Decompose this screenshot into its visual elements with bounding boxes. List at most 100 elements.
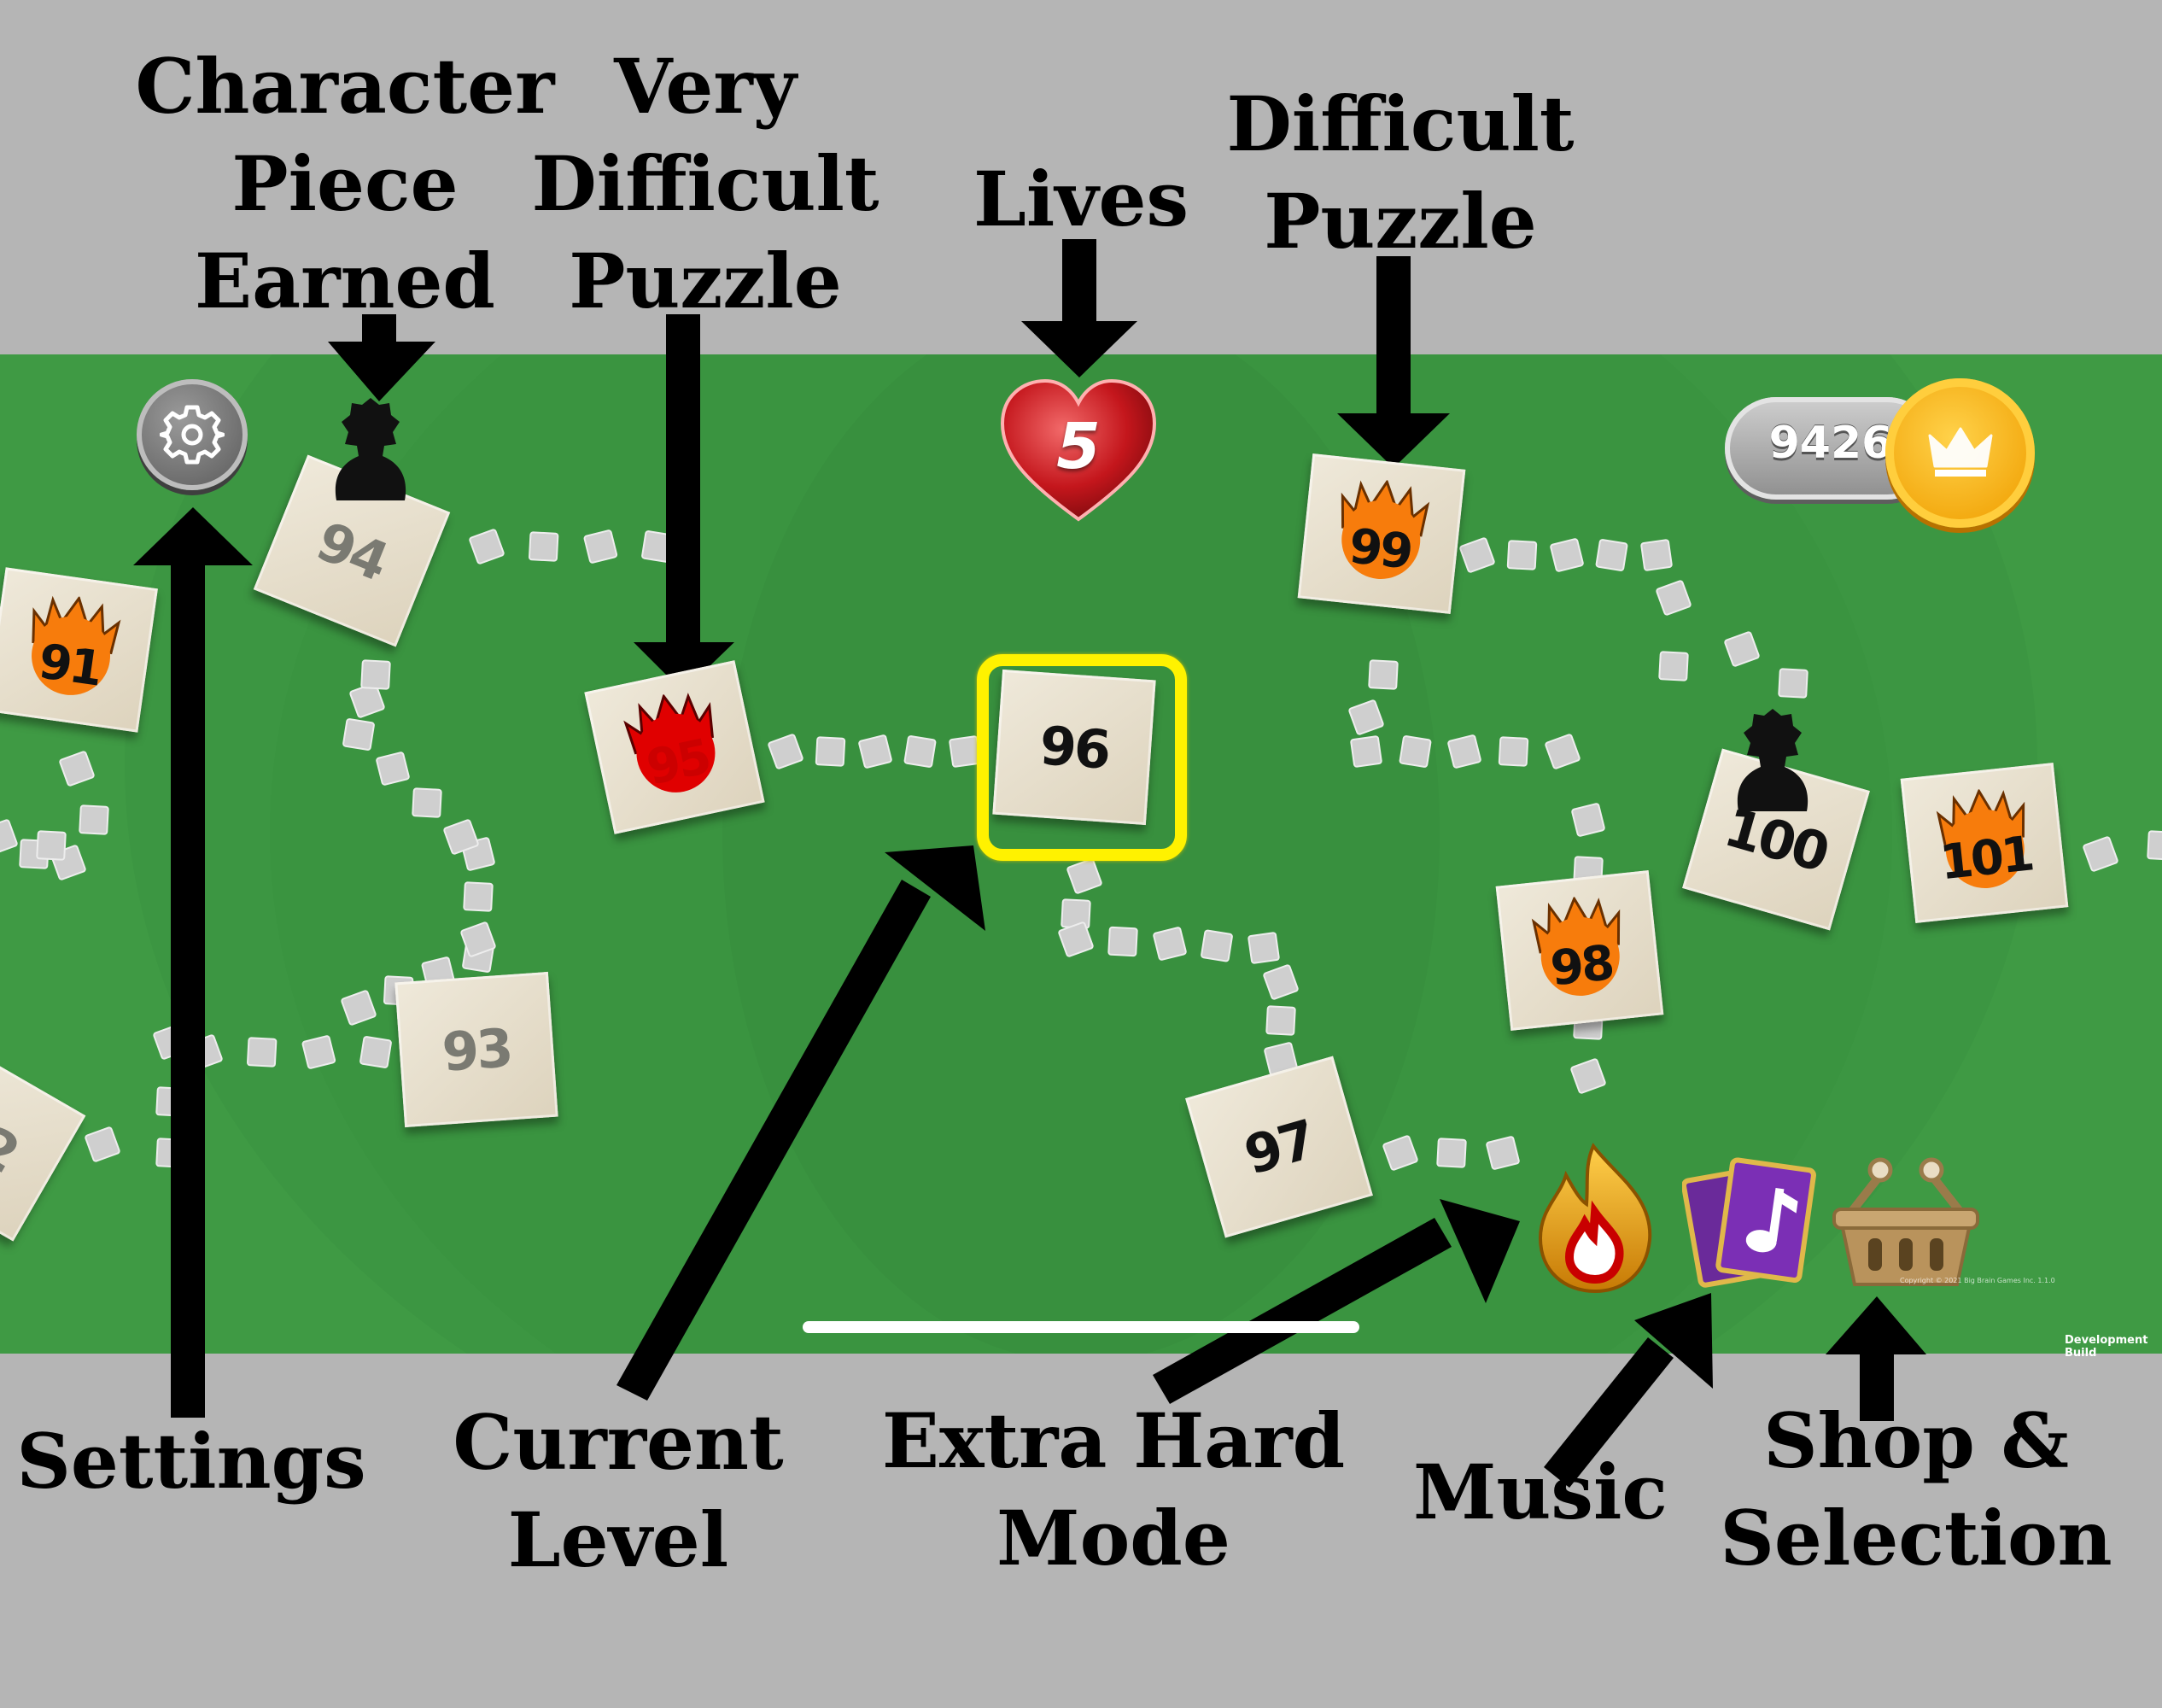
path-dot [1248, 932, 1280, 964]
path-dot [443, 819, 479, 855]
level-number: 99 [1346, 518, 1414, 580]
annotation-line: Current [453, 1398, 784, 1487]
gear-icon [160, 405, 225, 465]
copyright-text: Copyright © 2021 Big Brain Games Inc. 1.… [1900, 1277, 2055, 1284]
basket-icon [1832, 1157, 1979, 1286]
annotation-line: Shop & [1763, 1396, 2069, 1485]
path-dot [1107, 926, 1138, 957]
path-dot [858, 734, 892, 769]
path-dot [1506, 540, 1538, 570]
path-dot [1459, 537, 1495, 573]
path-dot [903, 735, 937, 768]
path-dot [768, 734, 803, 769]
path-dot [1058, 921, 1094, 957]
annotation-character-piece: Character Piece Earned [135, 38, 554, 330]
music-button[interactable] [1682, 1153, 1819, 1290]
annotation-line: Mode [996, 1494, 1230, 1582]
path-dot [301, 1035, 336, 1069]
path-dot [359, 1036, 392, 1068]
level-tile-91[interactable]: 91 [0, 567, 158, 733]
path-dot [1382, 1135, 1418, 1171]
level-number: 98 [1547, 934, 1616, 997]
path-dot [583, 529, 618, 564]
annotation-line: Music [1413, 1448, 1668, 1536]
path-dot [1545, 734, 1581, 769]
level-number: 93 [440, 1015, 513, 1084]
path-dot [342, 718, 375, 751]
difficult-fire-icon [1936, 787, 2025, 888]
coin-button[interactable] [1885, 378, 2035, 528]
path-dot [1550, 538, 1584, 572]
annotation-line: Difficult [1226, 79, 1575, 168]
annotation-line: Selection [1720, 1494, 2112, 1582]
path-dot [412, 787, 442, 818]
path-dot [1348, 699, 1384, 735]
annotation-line: Piece [231, 139, 459, 228]
annotation-line: Lives [973, 155, 1189, 243]
crown-icon [1928, 427, 1992, 477]
path-dot [1658, 651, 1689, 681]
path-dot [79, 804, 109, 835]
path-dot [1153, 927, 1187, 961]
level-tile-95[interactable]: 95 [584, 660, 765, 834]
level-tile-98[interactable]: 98 [1495, 870, 1664, 1031]
path-dot [341, 990, 377, 1026]
heart-icon [1000, 378, 1157, 522]
path-dot [2083, 836, 2118, 872]
path-dot [1571, 803, 1605, 837]
shop-button[interactable] [1829, 1149, 1983, 1295]
annotation-extra-hard: Extra Hard Mode [882, 1392, 1345, 1587]
annotation-line: Level [507, 1495, 729, 1584]
annotation-line: Character [135, 42, 555, 131]
path-dot [1595, 539, 1628, 571]
path-dot [1368, 659, 1399, 690]
path-dot [463, 881, 494, 912]
annotation-lives: Lives [973, 150, 1189, 248]
music-note-icon [1745, 1187, 1798, 1253]
path-dot [1350, 735, 1382, 768]
path-dot [1436, 1138, 1467, 1168]
annotation-current-level: Current Level [453, 1394, 783, 1588]
annotation-line: Difficult [531, 139, 879, 228]
extra-hard-mode-button[interactable] [1534, 1141, 1658, 1295]
difficult-fire-icon [1341, 479, 1430, 579]
home-indicator[interactable] [803, 1321, 1359, 1333]
level-tile-101[interactable]: 101 [1900, 763, 2069, 923]
lives-display: 5 [997, 376, 1160, 525]
level-number: 91 [35, 633, 104, 698]
path-dot [36, 830, 67, 861]
level-number: 95 [641, 728, 714, 796]
annotation-line: Puzzle [1264, 177, 1537, 266]
coin-count: 9426 [1768, 418, 1893, 469]
character-piece-icon [1737, 709, 1808, 811]
annotation-difficult: Difficult Puzzle [1226, 75, 1574, 270]
settings-button[interactable] [137, 379, 248, 490]
path-dot [247, 1037, 278, 1068]
very-difficult-fire-icon [623, 693, 716, 793]
annotation-shop: Shop & Selection [1720, 1392, 2112, 1587]
path-dot [815, 736, 846, 767]
path-dot [1570, 1058, 1606, 1094]
path-dot [1265, 1005, 1296, 1036]
level-tile-93[interactable]: 93 [394, 971, 558, 1128]
level-number: 101 [1937, 825, 2035, 891]
path-dot [1640, 539, 1673, 571]
lives-count: 5 [1056, 410, 1101, 483]
path-dot [1778, 668, 1808, 699]
path-dot [1498, 736, 1529, 767]
difficult-fire-icon [32, 595, 121, 695]
annotation-music: Music [1413, 1443, 1668, 1541]
path-dot [1399, 735, 1432, 768]
path-dot [85, 1126, 120, 1162]
annotation-line: Earned [195, 237, 495, 325]
current-level-highlight [977, 654, 1187, 861]
path-dot [360, 659, 391, 690]
annotation-settings: Settings [16, 1413, 365, 1510]
path-dot [2147, 830, 2162, 861]
character-piece-icon [335, 398, 406, 500]
path-dot [1486, 1136, 1520, 1170]
level-tile-99[interactable]: 99 [1297, 453, 1466, 614]
